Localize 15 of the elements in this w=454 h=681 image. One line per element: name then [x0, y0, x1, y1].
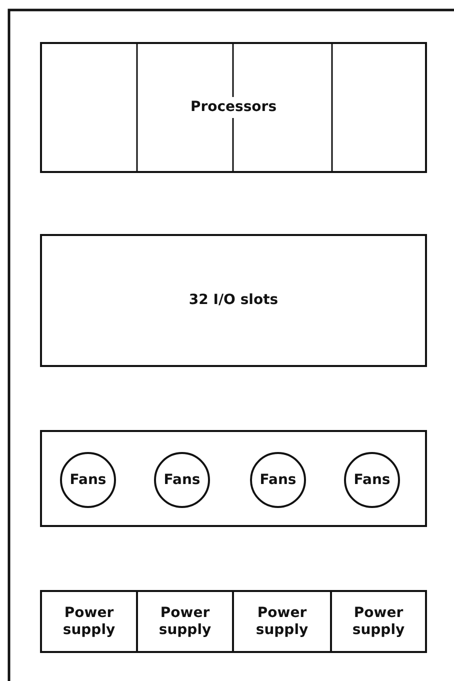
fan-circle	[344, 452, 400, 508]
fan-circle	[154, 452, 210, 508]
power-supply-label: Power supply	[351, 605, 406, 638]
fan-circle	[250, 452, 306, 508]
fan-tray	[40, 430, 427, 527]
power-supply-label: Power supply	[158, 605, 212, 638]
processor-panel	[40, 42, 427, 173]
power-supply-box	[136, 590, 234, 653]
io-slot-panel	[40, 234, 427, 367]
power-supply-box	[330, 590, 427, 653]
power-supply-box	[232, 590, 332, 653]
fan-circle	[60, 452, 116, 508]
power-supply-box	[40, 590, 138, 653]
power-supply-label: Power supply	[254, 605, 310, 638]
power-supply-label: Power supply	[62, 605, 116, 638]
